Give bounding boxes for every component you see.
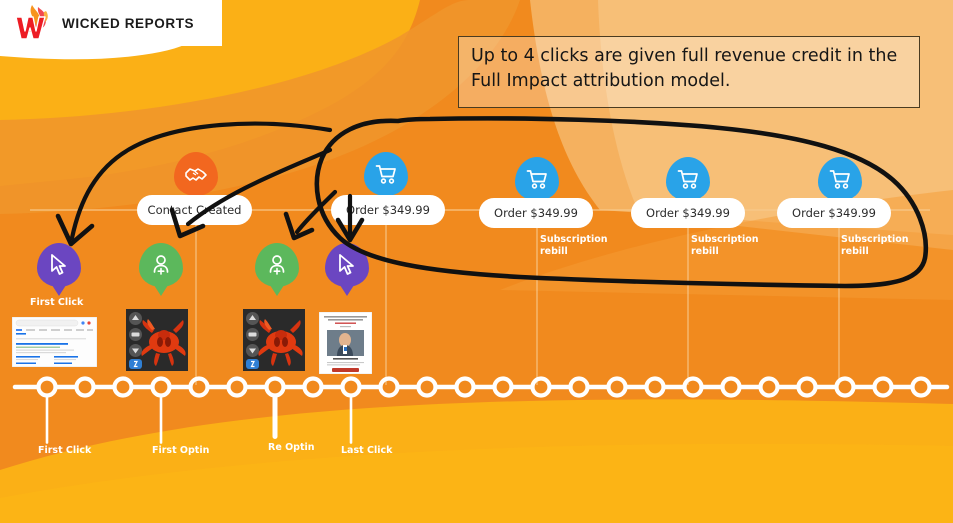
pin-first-optin[interactable] (139, 243, 183, 287)
thumbnail-email-landing-page[interactable] (318, 311, 373, 375)
capsule-text: Order $349.99 (792, 206, 876, 220)
capsule-order-3[interactable]: Order $349.99 (631, 198, 745, 228)
capsule-contact-created[interactable]: Contact Created (137, 195, 252, 225)
brand-name: WICKED REPORTS (62, 15, 195, 31)
shopping-cart-icon (364, 152, 408, 196)
thumbnail-search-results[interactable] (11, 316, 98, 368)
timeline-dot[interactable] (606, 376, 628, 398)
thumbnail-lobster-product-1[interactable] (126, 309, 188, 371)
capsule-text: Order $349.99 (646, 206, 730, 220)
pin-order-1[interactable] (364, 152, 408, 196)
timeline-label-first-click: First Click (38, 445, 92, 456)
timeline-dot[interactable] (910, 376, 932, 398)
capsule-order-2[interactable]: Order $349.99 (479, 198, 593, 228)
timeline-dot[interactable] (340, 376, 362, 398)
timeline-dot[interactable] (644, 376, 666, 398)
shopping-cart-icon (818, 157, 862, 201)
thumbnail-lobster-product-2[interactable] (243, 309, 305, 371)
capsule-text: Contact Created (147, 203, 242, 217)
pin-contact-created[interactable] (174, 152, 218, 196)
pin-order-3[interactable] (666, 157, 710, 201)
timeline-dot[interactable] (872, 376, 894, 398)
rebill-note-3: Subscription rebill (841, 234, 909, 257)
timeline-dot[interactable] (36, 376, 58, 398)
flame-w-logo-icon (8, 3, 54, 43)
timeline-dot[interactable] (112, 376, 134, 398)
capsule-text: Order $349.99 (494, 206, 578, 220)
cursor-arrow-icon (37, 243, 81, 287)
capsule-order-4[interactable]: Order $349.99 (777, 198, 891, 228)
rebill-note-2: Subscription rebill (691, 234, 759, 257)
pin-last-click[interactable] (325, 243, 369, 287)
capsule-text: Order $349.99 (346, 203, 430, 217)
timeline-dot[interactable] (834, 376, 856, 398)
timeline-dot[interactable] (264, 376, 286, 398)
timeline-dot[interactable] (226, 376, 248, 398)
shopping-cart-icon (515, 157, 559, 201)
timeline-label-first-optin: First Optin (152, 445, 210, 456)
rebill-note-1: Subscription rebill (540, 234, 608, 257)
person-add-icon (139, 243, 183, 287)
callout-text: Up to 4 clicks are given full revenue cr… (471, 46, 898, 91)
capsule-order-1[interactable]: Order $349.99 (331, 195, 445, 225)
timeline-dot[interactable] (302, 376, 324, 398)
timeline-dot[interactable] (682, 376, 704, 398)
timeline-dot[interactable] (720, 376, 742, 398)
timeline-dot[interactable] (568, 376, 590, 398)
timeline-label-last-click: Last Click (341, 445, 393, 456)
pin-re-optin[interactable] (255, 243, 299, 287)
timeline-label-re-optin: Re Optin (268, 442, 315, 453)
timeline-dot[interactable] (758, 376, 780, 398)
timeline-dot[interactable] (378, 376, 400, 398)
timeline-dot[interactable] (188, 376, 210, 398)
handshake-icon (174, 152, 218, 196)
timeline-dot[interactable] (416, 376, 438, 398)
person-add-icon (255, 243, 299, 287)
timeline-dot[interactable] (150, 376, 172, 398)
pin-label-first-click: First Click (30, 297, 84, 308)
shopping-cart-icon (666, 157, 710, 201)
timeline-dot[interactable] (74, 376, 96, 398)
brand-logo-banner: WICKED REPORTS (0, 0, 222, 46)
pin-first-click[interactable] (37, 243, 81, 287)
timeline-dot[interactable] (796, 376, 818, 398)
callout-box: Up to 4 clicks are given full revenue cr… (458, 36, 920, 108)
pin-order-4[interactable] (818, 157, 862, 201)
timeline-dot[interactable] (454, 376, 476, 398)
timeline-dot[interactable] (530, 376, 552, 398)
pin-order-2[interactable] (515, 157, 559, 201)
cursor-arrow-icon (325, 243, 369, 287)
timeline-dot[interactable] (492, 376, 514, 398)
